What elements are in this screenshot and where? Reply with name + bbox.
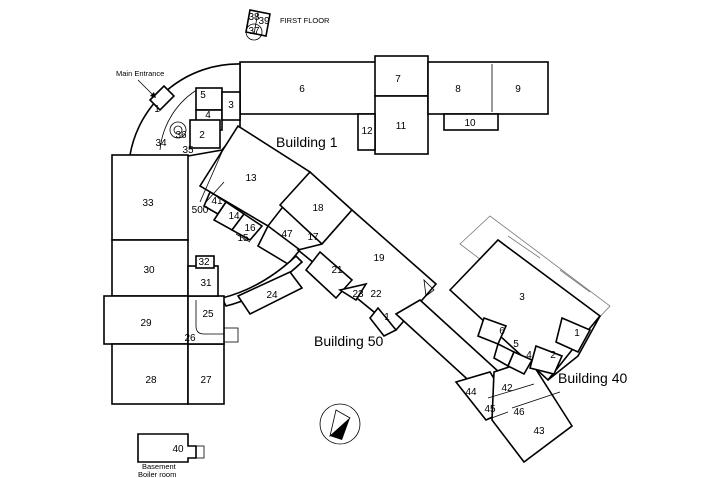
room-39: 39	[258, 16, 270, 27]
room-32: 32	[198, 257, 210, 268]
room-44: 44	[465, 387, 477, 398]
building-1-east-wing	[239, 55, 549, 155]
building-40	[448, 215, 611, 382]
room-34: 34	[155, 138, 167, 149]
basement-boiler-room	[137, 433, 205, 463]
room-13: 13	[245, 173, 257, 184]
entrance-wing	[129, 63, 241, 157]
building-40-room-1: 1	[574, 328, 580, 339]
room-45: 45	[484, 404, 496, 415]
room-35: 35	[182, 145, 194, 156]
first-floor-label: FIRST FLOOR	[280, 16, 330, 25]
building-50-main	[296, 208, 438, 338]
room-47: 47	[281, 229, 293, 240]
room-30: 30	[143, 265, 155, 276]
room-28: 28	[145, 375, 157, 386]
building-40-room-3: 3	[519, 292, 525, 303]
room-26: 26	[184, 333, 196, 344]
leader-line	[199, 151, 223, 203]
curved-connector	[220, 254, 304, 316]
building-50-room-1: 1	[384, 312, 390, 323]
room-12: 12	[361, 126, 373, 137]
room-21: 21	[331, 265, 343, 276]
room-29: 29	[140, 318, 152, 329]
room-25: 25	[202, 309, 214, 320]
basement-label: Basement	[142, 462, 177, 471]
room-4a: 4	[205, 110, 211, 121]
room-5a: 5	[200, 90, 206, 101]
room-38: 38	[248, 12, 260, 23]
room-41: 41	[211, 196, 223, 207]
building-50-corridor	[394, 299, 574, 464]
room-11: 11	[396, 121, 407, 132]
room-36: 36	[175, 130, 187, 141]
north-arrow-icon	[319, 403, 361, 445]
room-33: 33	[142, 198, 154, 209]
room-37: 37	[248, 26, 260, 37]
room-2a: 2	[199, 130, 205, 141]
room-19: 19	[373, 253, 385, 264]
building-40-room-5: 5	[513, 339, 519, 350]
entrance-arrow-icon	[137, 79, 156, 98]
room-17: 17	[307, 232, 319, 243]
building-40-room-6: 6	[499, 326, 505, 337]
room-27: 27	[200, 375, 212, 386]
room-46: 46	[513, 407, 525, 418]
room-3a: 3	[228, 100, 234, 111]
room-9: 9	[515, 84, 521, 95]
room-42: 42	[501, 383, 513, 394]
building-40-room-4: 4	[526, 350, 532, 361]
room-43: 43	[533, 426, 545, 437]
leader-line	[205, 181, 225, 203]
room-14: 14	[228, 211, 240, 222]
room-8: 8	[455, 84, 461, 95]
building-1-diagonal-wing	[198, 124, 354, 266]
room-18: 18	[312, 203, 324, 214]
first-floor-annex	[245, 9, 271, 41]
room-23: 23	[352, 289, 364, 300]
building-50-label: Building 50	[314, 333, 383, 349]
room-500: 500	[192, 205, 209, 216]
room-31: 31	[200, 278, 212, 289]
building-1-label: Building 1	[276, 134, 338, 150]
west-wing	[103, 154, 239, 405]
room-10: 10	[464, 118, 476, 129]
room-1a: 1	[154, 104, 160, 115]
room-24: 24	[266, 290, 278, 301]
room-7: 7	[395, 74, 401, 85]
room-40: 40	[172, 444, 184, 455]
building-40-label: Building 40	[558, 370, 627, 386]
room-6: 6	[299, 84, 305, 95]
boiler-room-label: Boiler room	[138, 470, 176, 478]
room-22: 22	[370, 289, 382, 300]
room-15: 15	[237, 233, 249, 244]
main-entrance-label: Main Entrance	[116, 69, 164, 78]
room-labels: 38 39 37 1 5 4 3 2 36 34 35 6 7 8 9 10 1…	[140, 12, 580, 455]
room-16: 16	[244, 223, 256, 234]
building-40-room-2: 2	[550, 350, 556, 361]
